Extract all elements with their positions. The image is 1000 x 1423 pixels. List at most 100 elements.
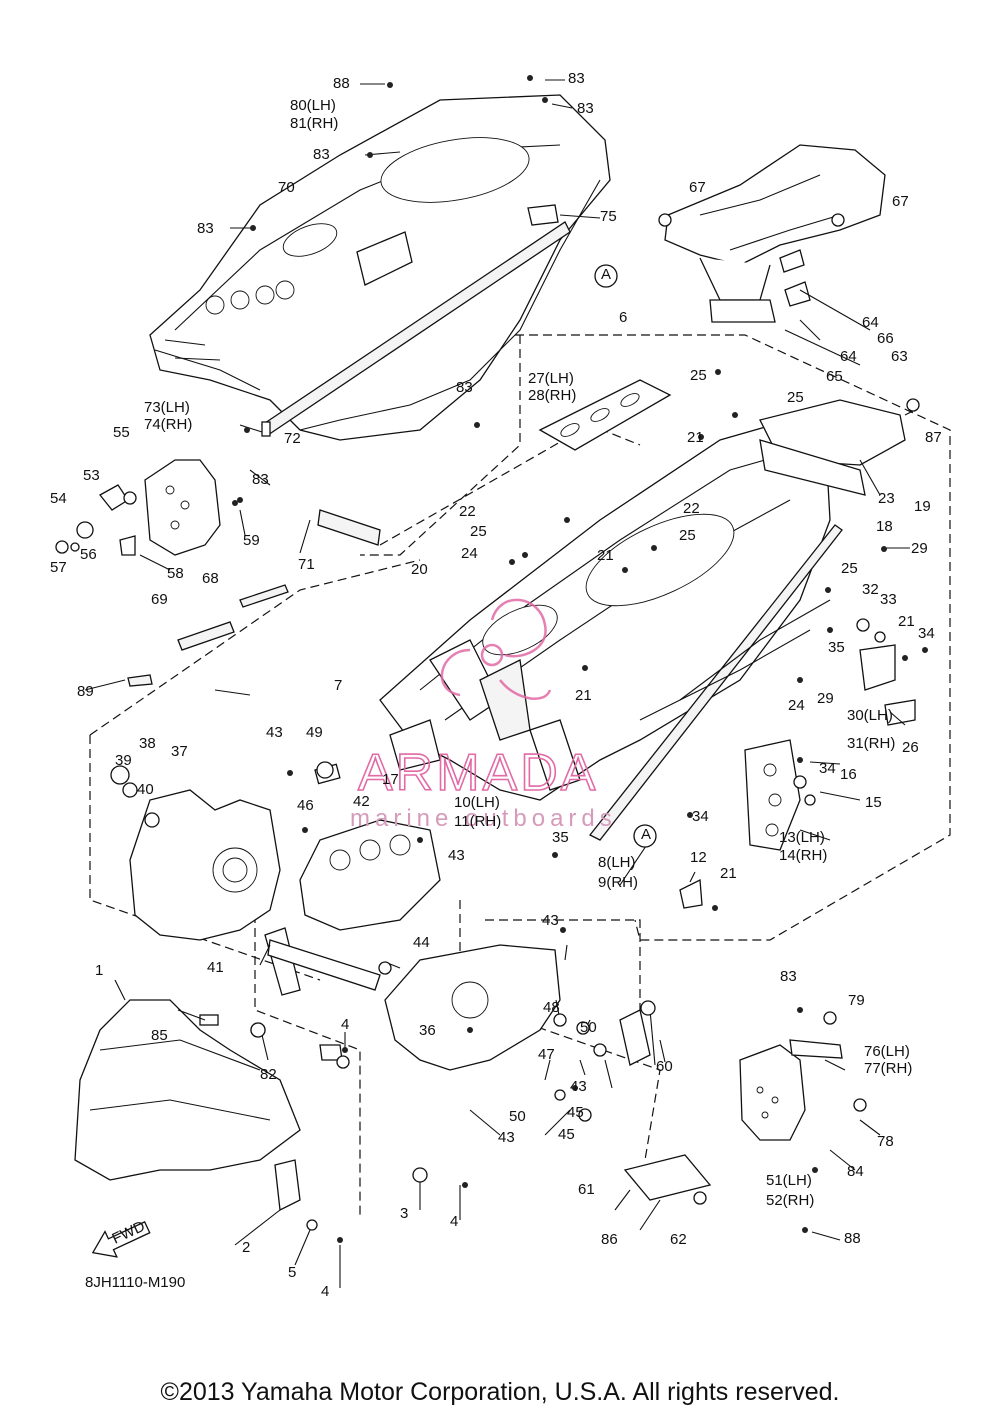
callout-label: 21 (898, 613, 915, 630)
callout-label: 37 (171, 743, 188, 760)
callout-label: 43 (498, 1129, 515, 1146)
callout-label: 8(LH) (598, 854, 636, 871)
callout-label: 88 (333, 75, 350, 92)
callout-label: 34 (819, 760, 836, 777)
callout-label: 70 (278, 179, 295, 196)
callout-label: A (641, 826, 651, 843)
callout-label: 40 (137, 781, 154, 798)
callout-label: 1 (95, 962, 103, 979)
callout-label: 7 (334, 677, 342, 694)
callout-label: 83 (313, 146, 330, 163)
callout-label: 88 (844, 1230, 861, 1247)
callout-label: 66 (877, 330, 894, 347)
callout-label: 30(LH) (847, 707, 893, 724)
callout-label: 59 (243, 532, 260, 549)
callout-label: 83 (568, 70, 585, 87)
callout-label: 21 (720, 865, 737, 882)
callout-label: 3 (400, 1205, 408, 1222)
callout-label: 49 (306, 724, 323, 741)
callout-label: 71 (298, 556, 315, 573)
callout-label: 35 (828, 639, 845, 656)
callout-label: 25 (787, 389, 804, 406)
callout-label: 15 (865, 794, 882, 811)
callout-label: 77(RH) (864, 1060, 912, 1077)
callout-label: 2 (242, 1239, 250, 1256)
callout-label: 34 (692, 808, 709, 825)
callout-label: 33 (880, 591, 897, 608)
callout-label: 29 (911, 540, 928, 557)
diagram-code: 8JH1110-M190 (85, 1274, 185, 1291)
group-outline-6 (515, 334, 951, 941)
callout-label: 13(LH) (779, 829, 825, 846)
ref-circle-a-mid (633, 824, 657, 848)
front-frame-36 (264, 927, 561, 1071)
callout-label: 9(RH) (598, 874, 638, 891)
callout-label: 21 (575, 687, 592, 704)
callout-label: 43 (448, 847, 465, 864)
callout-label: 36 (419, 1022, 436, 1039)
callout-label: 25 (679, 527, 696, 544)
callout-label: 11(RH) (454, 813, 501, 830)
callout-label: 22 (459, 503, 476, 520)
callout-label: 83 (252, 471, 269, 488)
callout-label: 24 (461, 545, 478, 562)
callout-label: 72 (284, 430, 301, 447)
callout-label: 81(RH) (290, 115, 338, 132)
rear-cover-63 (664, 144, 886, 323)
callout-label: 52(RH) (766, 1192, 814, 1209)
callout-label: 45 (567, 1104, 584, 1121)
engine-mount-42 (299, 763, 441, 931)
callout-label: 19 (914, 498, 931, 515)
callout-label: 82 (260, 1066, 277, 1083)
callout-label: 27(LH) (528, 370, 574, 387)
callout-label: 50 (580, 1019, 597, 1036)
callout-label: 47 (538, 1046, 555, 1063)
plate-71 (317, 509, 381, 546)
callout-label: 80(LH) (290, 97, 336, 114)
callout-label: 21 (687, 429, 704, 446)
callout-label: 83 (197, 220, 214, 237)
group-outline-lower (459, 900, 661, 1161)
main-tunnel-frame (379, 379, 916, 909)
group-outline-left (89, 735, 321, 981)
watermark-name: ARMADA (358, 744, 598, 802)
callout-label: 67 (689, 179, 706, 196)
callout-label: 48 (543, 999, 560, 1016)
callout-label: 89 (77, 683, 94, 700)
callout-label: 25 (470, 523, 487, 540)
callout-label: 65 (826, 368, 843, 385)
callout-label: 4 (341, 1016, 349, 1033)
callout-label: 43 (570, 1078, 587, 1095)
callout-label: 10(LH) (454, 794, 500, 811)
callout-label: 25 (841, 560, 858, 577)
callout-label: 62 (670, 1231, 687, 1248)
copyright-notice: ©2013 Yamaha Motor Corporation, U.S.A. A… (160, 1378, 840, 1406)
callout-label: 58 (167, 565, 184, 582)
front-frame-1 (74, 999, 318, 1231)
callout-label: 24 (788, 697, 805, 714)
callout-label: 53 (83, 467, 100, 484)
callout-label: 75 (600, 208, 617, 225)
bracket-51-52 (619, 1009, 843, 1201)
callout-label: 16 (840, 766, 857, 783)
callout-label: 23 (878, 490, 895, 507)
callout-label: 68 (202, 570, 219, 587)
callout-label: 18 (876, 518, 893, 535)
fwd-arrow (91, 1221, 151, 1258)
callout-label: 64 (840, 348, 857, 365)
callout-label: 25 (690, 367, 707, 384)
callout-label: 31(RH) (847, 735, 895, 752)
callout-label: A (601, 266, 611, 283)
callout-label: 28(RH) (528, 387, 576, 404)
callout-label: 17 (382, 771, 399, 788)
watermark-logo (440, 598, 552, 700)
callout-label: 14(RH) (779, 847, 827, 864)
callout-label: 73(LH) (144, 399, 190, 416)
callout-label: 43 (542, 912, 559, 929)
callout-label: 6 (619, 309, 627, 326)
left-cover-37 (110, 765, 281, 941)
pin-89 (127, 674, 153, 687)
callout-label: 69 (151, 591, 168, 608)
fasteners (55, 75, 928, 1243)
callout-label: 4 (450, 1213, 458, 1230)
